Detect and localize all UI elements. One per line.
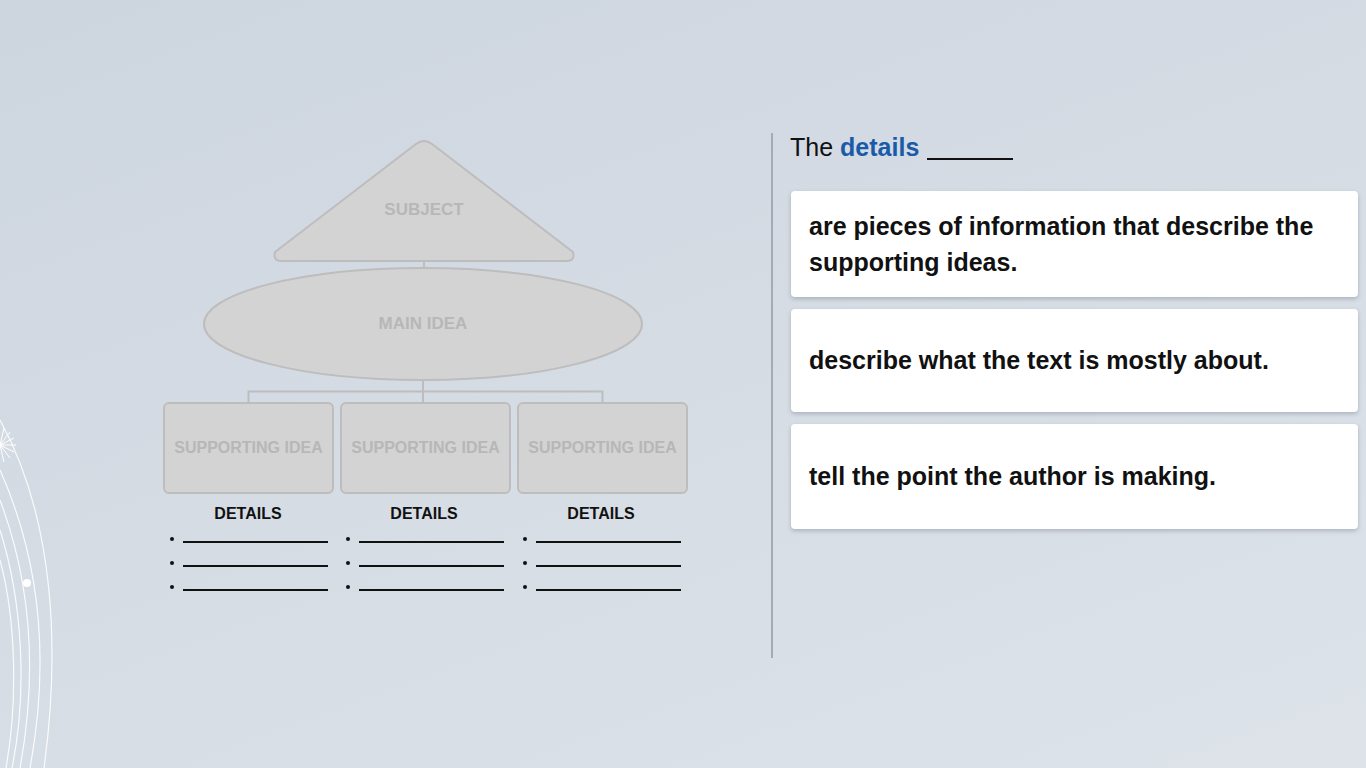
- blank-line: [359, 565, 504, 567]
- detail-lines: [170, 537, 681, 590]
- answer-card: are pieces of information that describe …: [791, 191, 1358, 297]
- answer-card: tell the point the author is making.: [791, 424, 1358, 529]
- answer-blank: [927, 157, 1013, 160]
- node-label: SUPPORTING IDEA: [528, 439, 676, 457]
- answer-text: are pieces of information that describe …: [809, 208, 1340, 281]
- bullet: [523, 537, 527, 541]
- details-heading: DETAILS: [214, 505, 281, 523]
- bullet: [170, 585, 174, 589]
- bullet: [346, 561, 350, 565]
- node-label: MAIN IDEA: [379, 314, 468, 334]
- connector: [249, 381, 424, 402]
- supporting-idea-box: SUPPORTING IDEA: [163, 402, 334, 494]
- keyword: details: [840, 133, 919, 161]
- question-word: The: [790, 133, 833, 161]
- node-label: SUBJECT: [384, 200, 463, 220]
- bullet: [523, 585, 527, 589]
- blank-line: [183, 565, 328, 567]
- supporting-idea-box: SUPPORTING IDEA: [340, 402, 511, 494]
- decorative-curves: [0, 420, 52, 768]
- blank-line: [359, 589, 504, 591]
- bullet: [346, 537, 350, 541]
- divider: [771, 133, 773, 658]
- bullet: [346, 585, 350, 589]
- blank-line: [536, 565, 681, 567]
- blank-line: [359, 541, 504, 543]
- spark-dot: [23, 579, 31, 587]
- main-idea-ellipse: MAIN IDEA: [203, 267, 643, 381]
- subject-triangle: SUBJECT: [273, 140, 575, 262]
- answer-text: tell the point the author is making.: [809, 458, 1216, 494]
- answer-text: describe what the text is mostly about.: [809, 342, 1269, 378]
- details-heading: DETAILS: [390, 505, 457, 523]
- answer-card: describe what the text is mostly about.: [791, 309, 1358, 412]
- blank-line: [536, 589, 681, 591]
- connector: [423, 381, 603, 402]
- blank-line: [183, 541, 328, 543]
- bullet: [523, 561, 527, 565]
- starburst: [0, 428, 16, 462]
- connector: [423, 262, 425, 267]
- question-stem: Thedetails: [790, 133, 1013, 162]
- bullet: [170, 537, 174, 541]
- blank-line: [183, 589, 328, 591]
- blank-line: [536, 541, 681, 543]
- node-label: SUPPORTING IDEA: [174, 439, 322, 457]
- bullet: [170, 561, 174, 565]
- node-label: SUPPORTING IDEA: [351, 439, 499, 457]
- details-heading: DETAILS: [567, 505, 634, 523]
- supporting-idea-box: SUPPORTING IDEA: [517, 402, 688, 494]
